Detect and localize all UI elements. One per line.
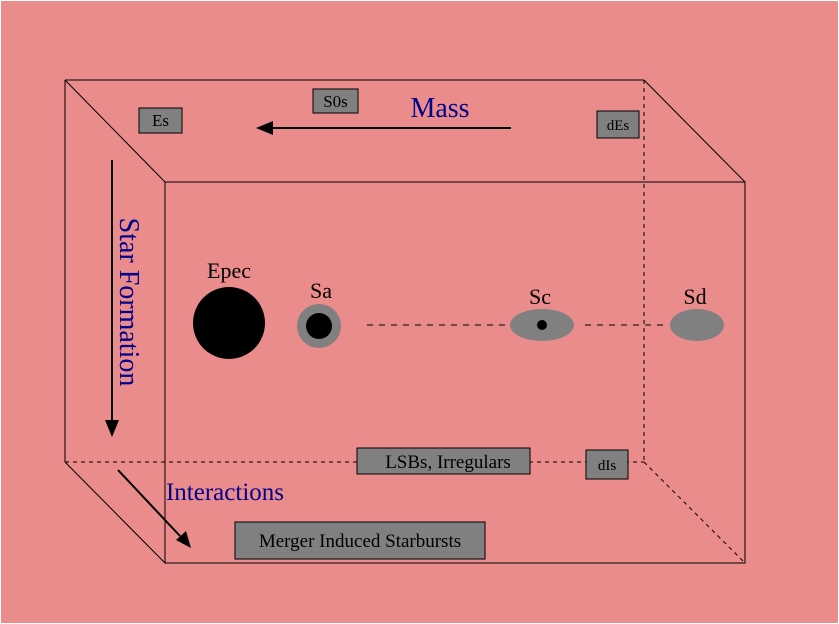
box-s0s: S0s — [312, 88, 359, 114]
galaxy-sd: Sd — [670, 284, 724, 341]
cube-edge-bottom-left — [64, 461, 166, 564]
box-dis: dIs — [585, 449, 629, 480]
galaxy-sc: Sc — [510, 284, 574, 341]
mass-label: Mass — [410, 93, 469, 124]
box-des-label: dEs — [607, 118, 630, 134]
box-merger: Merger Induced Starbursts — [234, 521, 486, 560]
cube-front-face — [164, 181, 746, 564]
galaxy-epec-label: Epec — [207, 258, 251, 283]
star-formation-label: Star Formation — [113, 218, 144, 387]
cube — [64, 79, 746, 564]
box-es-label: Es — [152, 111, 169, 130]
galaxy-sa-label: Sa — [310, 278, 332, 303]
box-lsbs-irregulars-label: LSBs, Irregulars — [385, 452, 511, 473]
box-dis-label: dIs — [598, 458, 616, 474]
cube-edge-top-left — [64, 79, 166, 183]
box-lsbs-irregulars: LSBs, Irregulars — [356, 447, 531, 475]
galaxy-sc-label: Sc — [529, 284, 551, 309]
star-formation-arrow — [105, 160, 119, 437]
interactions-arrow — [117, 469, 191, 548]
cube-edge-top-right — [643, 79, 746, 183]
interactions-label: Interactions — [166, 479, 284, 506]
mass-arrow — [256, 121, 511, 135]
galaxy-epec: Epec — [193, 258, 265, 359]
box-des: dEs — [596, 110, 640, 139]
box-es: Es — [138, 107, 183, 134]
galaxy-sa: Sa — [297, 278, 341, 348]
galaxy-sd-label: Sd — [683, 284, 706, 309]
box-merger-label: Merger Induced Starbursts — [259, 531, 461, 552]
box-s0s-label: S0s — [323, 92, 348, 111]
